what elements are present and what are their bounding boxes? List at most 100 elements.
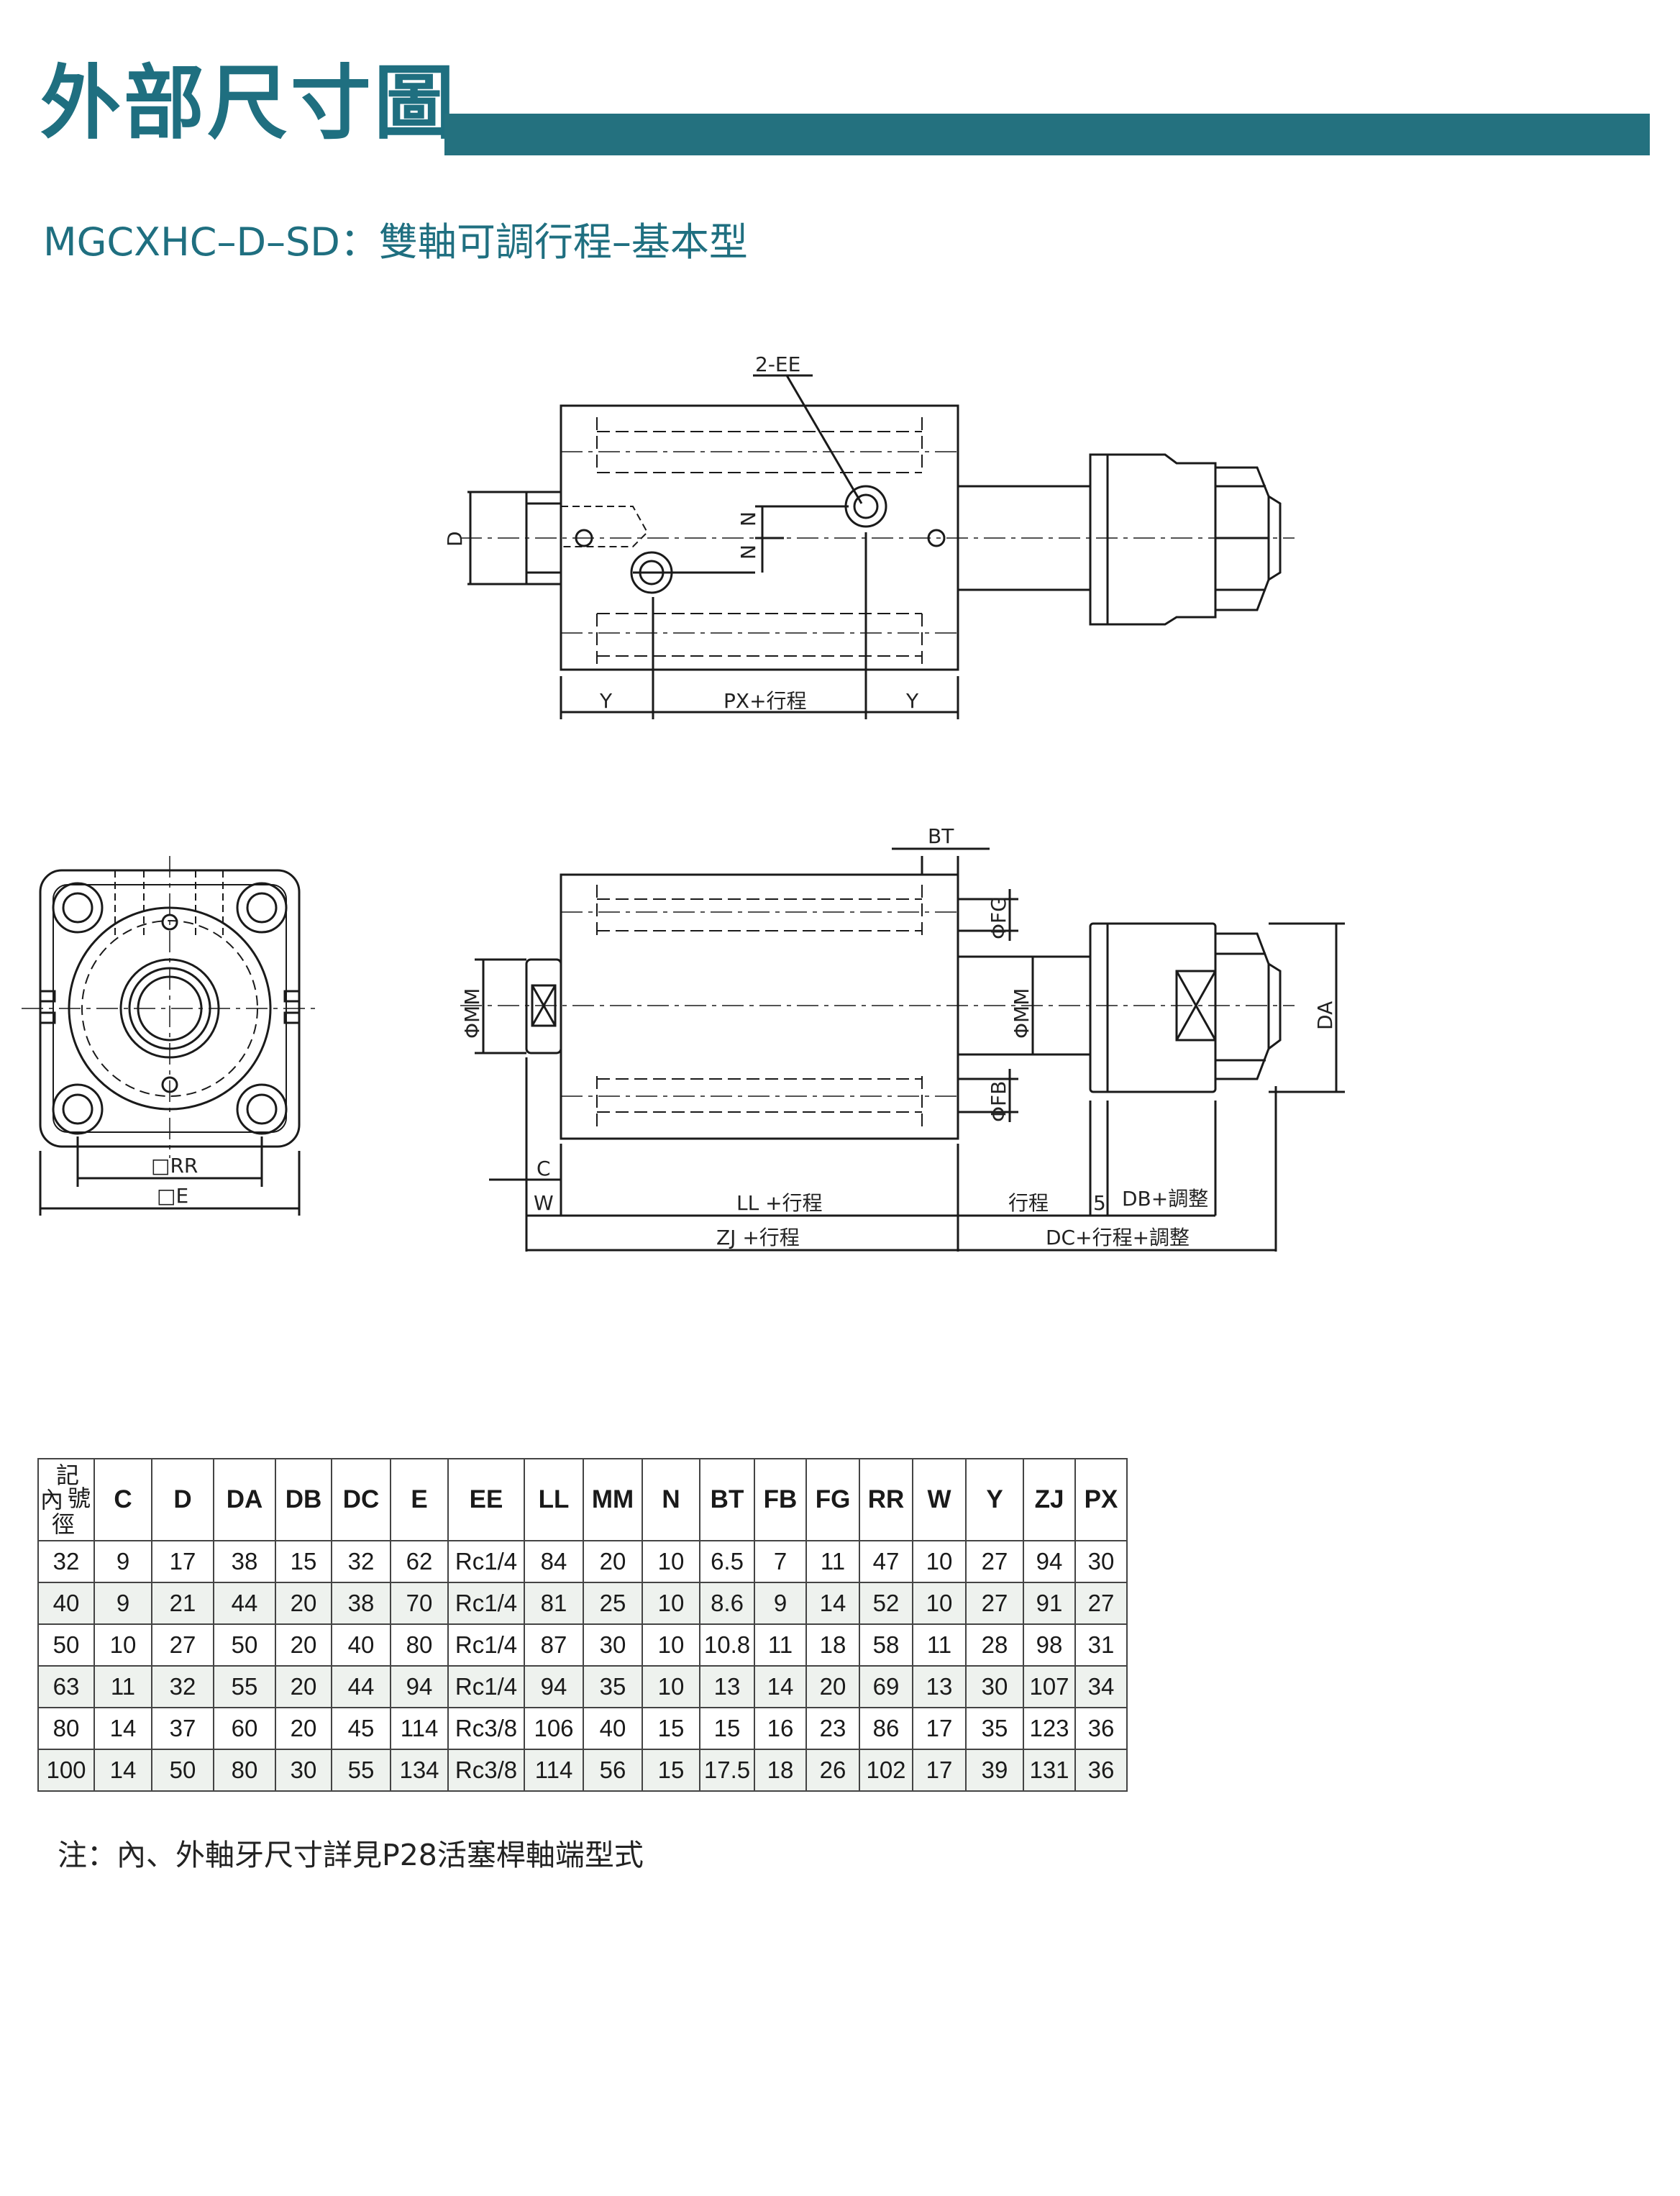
- table-cell: 28: [965, 1623, 1024, 1667]
- page-subtitle: MGCXHC–D–SD：雙軸可調行程–基本型: [43, 219, 748, 265]
- label-mm-right: ΦMM: [1010, 988, 1033, 1039]
- header-px: PX: [1074, 1458, 1128, 1541]
- label-mm-left: ΦMM: [460, 988, 484, 1039]
- table-cell: 50: [213, 1623, 276, 1667]
- table-cell: 102: [859, 1749, 913, 1792]
- table-cell: 15: [275, 1540, 332, 1583]
- table-cell: 32: [151, 1665, 214, 1708]
- bore-size-cell: 100: [37, 1749, 95, 1792]
- table-cell: 107: [1023, 1665, 1076, 1708]
- table-cell: 36: [1074, 1707, 1128, 1750]
- table-cell: 17.5: [699, 1749, 755, 1792]
- table-cell: 47: [859, 1540, 913, 1583]
- header-ee: EE: [447, 1458, 525, 1541]
- label-y-left: Y: [599, 689, 613, 713]
- table-cell: 16: [754, 1707, 807, 1750]
- header-da: DA: [213, 1458, 276, 1541]
- table-cell: 10: [642, 1623, 700, 1667]
- header-db: DB: [275, 1458, 332, 1541]
- title-bar: [444, 114, 1650, 155]
- header-ll: LL: [524, 1458, 584, 1541]
- corner-mid: 號: [68, 1485, 91, 1511]
- table-cell: 39: [965, 1749, 1024, 1792]
- table-corner-cell: 記 號 內 徑: [37, 1458, 95, 1541]
- table-cell: 44: [213, 1582, 276, 1625]
- table-cell: 18: [805, 1623, 860, 1667]
- label-zj-stroke: ZJ +行程: [716, 1226, 800, 1249]
- table-cell: 30: [965, 1665, 1024, 1708]
- table-cell: 7: [754, 1540, 807, 1583]
- table-cell: 27: [965, 1540, 1024, 1583]
- table-cell: 56: [583, 1749, 643, 1792]
- table-cell: 69: [859, 1665, 913, 1708]
- table-cell: 94: [390, 1665, 449, 1708]
- side-view-drawing: [460, 847, 1345, 1252]
- table-cell: 17: [912, 1749, 967, 1792]
- label-d: D: [443, 531, 467, 547]
- table-cell: 40: [331, 1623, 391, 1667]
- label-e: □E: [157, 1184, 188, 1208]
- table-cell: 20: [583, 1540, 643, 1583]
- header-rr: RR: [859, 1458, 913, 1541]
- table-cell: 44: [331, 1665, 391, 1708]
- table-cell: 20: [275, 1582, 332, 1625]
- corner-left: 內: [40, 1487, 64, 1513]
- label-dc-stroke-adjust: DC+行程+調整: [1046, 1226, 1190, 1249]
- header-fg: FG: [805, 1458, 860, 1541]
- label-px-stroke: PX+行程: [723, 689, 807, 713]
- table-cell: 70: [390, 1582, 449, 1625]
- table-cell: 94: [524, 1665, 584, 1708]
- table-cell: 15: [699, 1707, 755, 1750]
- table-cell: 134: [390, 1749, 449, 1792]
- table-cell: 55: [331, 1749, 391, 1792]
- label-ll-stroke: LL +行程: [736, 1191, 823, 1215]
- table-cell: Rc3/8: [447, 1707, 525, 1750]
- label-stroke: 行程: [1008, 1191, 1049, 1215]
- table-cell: 114: [524, 1749, 584, 1792]
- corner-top: 記: [56, 1462, 80, 1488]
- table-cell: 60: [213, 1707, 276, 1750]
- table-cell: 9: [754, 1582, 807, 1625]
- label-c: C: [537, 1157, 551, 1180]
- table-cell: 62: [390, 1540, 449, 1583]
- table-cell: 20: [275, 1665, 332, 1708]
- bore-size-cell: 63: [37, 1665, 95, 1708]
- table-cell: 15: [642, 1707, 700, 1750]
- top-view-drawing: [460, 374, 1295, 719]
- header-mm: MM: [583, 1458, 643, 1541]
- table-cell: 30: [583, 1623, 643, 1667]
- table-cell: 10: [912, 1582, 967, 1625]
- table-cell: 50: [151, 1749, 214, 1792]
- table-cell: Rc1/4: [447, 1540, 525, 1583]
- header-bt: BT: [699, 1458, 755, 1541]
- table-cell: 10.8: [699, 1623, 755, 1667]
- table-cell: 20: [275, 1623, 332, 1667]
- label-fb: ΦFB: [987, 1081, 1010, 1122]
- table-cell: 35: [583, 1665, 643, 1708]
- table-cell: 45: [331, 1707, 391, 1750]
- dimension-table: 記 號 內 徑 C D DA DB DC E EE LL MM N BT FB …: [37, 1458, 1128, 1792]
- table-cell: 81: [524, 1582, 584, 1625]
- label-fg: ΦFG: [987, 896, 1010, 939]
- table-cell: 94: [1023, 1540, 1076, 1583]
- table-cell: 86: [859, 1707, 913, 1750]
- table-cell: 36: [1074, 1749, 1128, 1792]
- table-cell: 80: [390, 1623, 449, 1667]
- table-cell: 27: [965, 1582, 1024, 1625]
- table-cell: 6.5: [699, 1540, 755, 1583]
- label-n-2: N: [736, 545, 760, 560]
- label-n-1: N: [736, 511, 760, 527]
- table-cell: 14: [754, 1665, 807, 1708]
- header-zj: ZJ: [1023, 1458, 1076, 1541]
- table-cell: 10: [642, 1665, 700, 1708]
- table-cell: 58: [859, 1623, 913, 1667]
- table-cell: 27: [1074, 1582, 1128, 1625]
- header-y: Y: [965, 1458, 1024, 1541]
- table-cell: 9: [93, 1540, 152, 1583]
- table-cell: 15: [642, 1749, 700, 1792]
- table-cell: 35: [965, 1707, 1024, 1750]
